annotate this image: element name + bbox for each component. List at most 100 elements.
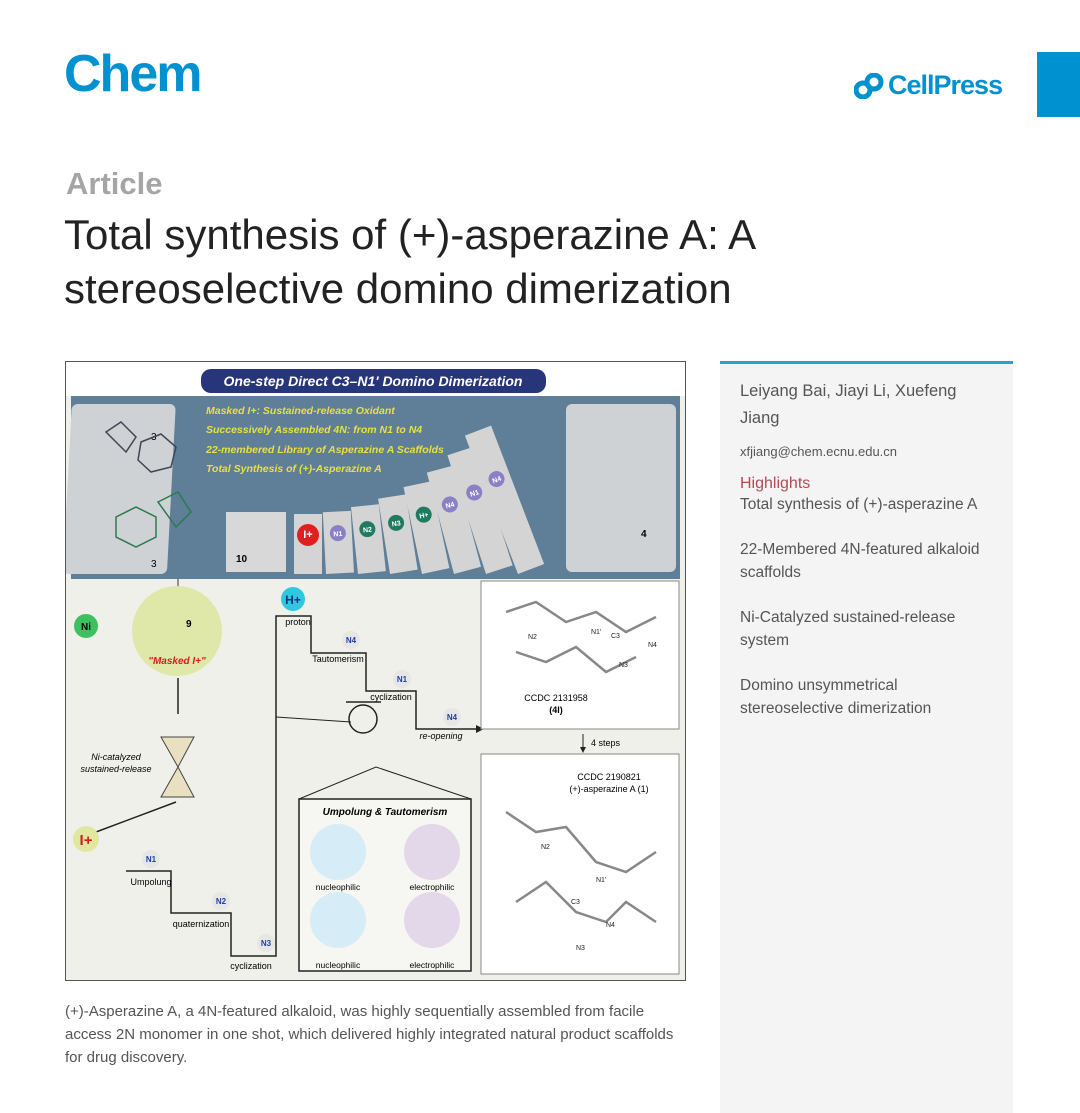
- svg-text:Umpolung & Tautomerism: Umpolung & Tautomerism: [323, 807, 448, 818]
- masked-iodine-sphere: [132, 586, 222, 676]
- svg-text:Ni: Ni: [81, 622, 91, 633]
- svg-text:nucleophilic: nucleophilic: [316, 882, 361, 892]
- title-pill: [201, 369, 546, 393]
- svg-text:3: 3: [151, 559, 157, 570]
- svg-text:C3: C3: [571, 899, 580, 906]
- domino-tile: [464, 425, 545, 574]
- cellpress-icon: [854, 72, 884, 99]
- hourglass-icon: [160, 736, 195, 798]
- domino-tile: [447, 446, 513, 574]
- domino-tile: [426, 465, 482, 574]
- highlights-title: Highlights: [740, 475, 811, 492]
- svg-text:I+: I+: [80, 832, 93, 849]
- svg-text:sustained-release: sustained-release: [80, 764, 151, 774]
- sidebar: Leiyang Bai, Jiayi Li, Xuefeng Jiang xfj…: [720, 361, 1013, 1113]
- check-3: 22-membered Library of Asperazine A Scaf…: [205, 444, 444, 456]
- svg-text:N1: N1: [146, 855, 157, 864]
- svg-text:9: 9: [186, 619, 192, 630]
- domino-badge: [388, 514, 405, 531]
- pulley-icon: [348, 704, 378, 734]
- article-title: Total synthesis of (+)-asperazine A: A s…: [64, 211, 754, 312]
- svg-text:H+: H+: [285, 593, 301, 607]
- domino-label: N1: [333, 531, 342, 538]
- svg-text:N1: N1: [397, 675, 408, 684]
- figure-caption: (+)-Asperazine A, a 4N-featured alkaloid…: [65, 1003, 674, 1066]
- domino-label: N1: [469, 489, 480, 498]
- svg-text:N2: N2: [216, 897, 227, 906]
- svg-text:Ni-catalyzed: Ni-catalyzed: [91, 752, 142, 762]
- svg-text:electrophilic: electrophilic: [410, 960, 456, 970]
- staircase: [126, 615, 476, 957]
- domino-badge: [488, 471, 505, 488]
- svg-text:N3: N3: [619, 662, 628, 669]
- figure-title: One-step Direct C3–N1' Domino Dimerizati…: [224, 373, 523, 389]
- domino-tile: [350, 504, 386, 575]
- domino-tile: [403, 481, 450, 574]
- brand-block: [1037, 52, 1080, 117]
- svg-text:CCDC 2190821: CCDC 2190821: [577, 772, 641, 782]
- svg-text:cyclization: cyclization: [230, 961, 272, 971]
- svg-text:N4: N4: [447, 713, 458, 722]
- highlight-item: 22-Membered 4N-featured alkaloid scaffol…: [740, 541, 980, 581]
- article-type: Article: [66, 166, 163, 201]
- svg-text:electrophilic: electrophilic: [410, 882, 456, 892]
- domino-badge: [329, 525, 346, 542]
- iodine-circle: [73, 826, 99, 852]
- svg-text:4 steps: 4 steps: [591, 738, 621, 748]
- svg-text:N1': N1': [591, 629, 601, 636]
- svg-text:N4: N4: [346, 636, 357, 645]
- svg-text:(+)-asperazine A (1): (+)-asperazine A (1): [569, 784, 648, 794]
- svg-text:10: 10: [236, 554, 248, 565]
- publisher-name: CellPress: [888, 70, 1003, 100]
- svg-text:cyclization: cyclization: [370, 692, 412, 702]
- graphical-abstract: One-step Direct C3–N1' Domino Dimerizati…: [63, 361, 686, 981]
- svg-text:CCDC 2131958: CCDC 2131958: [524, 693, 588, 703]
- domino-label: N2: [363, 527, 373, 535]
- svg-text:N3: N3: [576, 945, 585, 952]
- svg-text:N4: N4: [648, 642, 657, 649]
- svg-text:proton: proton: [285, 617, 311, 627]
- check-2: Successively Assembled 4N: from N1 to N4: [206, 424, 422, 436]
- domino-tile: [322, 510, 354, 574]
- domino-label: H+: [419, 512, 429, 521]
- domino-label: N4: [445, 501, 456, 510]
- svg-text:N2: N2: [528, 634, 537, 641]
- authors: Leiyang Bai, Jiayi Li, Xuefeng Jiang: [740, 382, 957, 427]
- card-left: [63, 404, 176, 574]
- proton-circle: [281, 587, 305, 611]
- domino-badge: [359, 521, 376, 538]
- check-4: Total Synthesis of (+)-Asperazine A: [206, 463, 382, 475]
- crystal-panel-2: [480, 753, 680, 975]
- svg-text:nucleophilic: nucleophilic: [316, 960, 361, 970]
- svg-text:quaternization: quaternization: [173, 919, 230, 929]
- svg-text:N4: N4: [606, 922, 615, 929]
- domino-badge: [466, 484, 483, 501]
- svg-text:Tautomerism: Tautomerism: [312, 654, 364, 664]
- domino-label: N4: [492, 476, 503, 486]
- domino-label: N3: [391, 520, 401, 528]
- domino-badge: [441, 496, 458, 513]
- svg-text:N3: N3: [261, 939, 272, 948]
- domino-badge: [415, 506, 432, 523]
- highlight-item: Ni-Catalyzed sustained-release system: [740, 609, 956, 649]
- ni-circle: [74, 614, 98, 638]
- domino-label: I+: [303, 529, 312, 541]
- domino-tile: [378, 494, 418, 574]
- svg-text:"Masked I+": "Masked I+": [148, 656, 206, 667]
- highlight-item: Total synthesis of (+)-asperazine A: [740, 496, 978, 513]
- corresponding-email[interactable]: xfjiang@chem.ecnu.edu.cn: [740, 444, 898, 459]
- svg-text:N2: N2: [541, 844, 550, 851]
- crystal-panel-1: [480, 580, 680, 730]
- reagent-card: [226, 512, 286, 572]
- svg-text:N1': N1': [596, 877, 606, 884]
- svg-text:Umpolung: Umpolung: [130, 877, 171, 887]
- svg-text:4: 4: [641, 529, 647, 540]
- journal-logo: Chem: [64, 45, 202, 103]
- publisher-logo: CellPress: [854, 70, 1003, 101]
- highlight-item: Domino unsymmetrical stereoselective dim…: [740, 677, 932, 717]
- check-1: Masked I+: Sustained-release Oxidant: [206, 405, 395, 417]
- svg-text:C3: C3: [611, 633, 620, 640]
- domino-badge: [297, 524, 319, 546]
- svg-text:re-opening: re-opening: [419, 731, 462, 741]
- svg-text:(4l): (4l): [549, 705, 563, 715]
